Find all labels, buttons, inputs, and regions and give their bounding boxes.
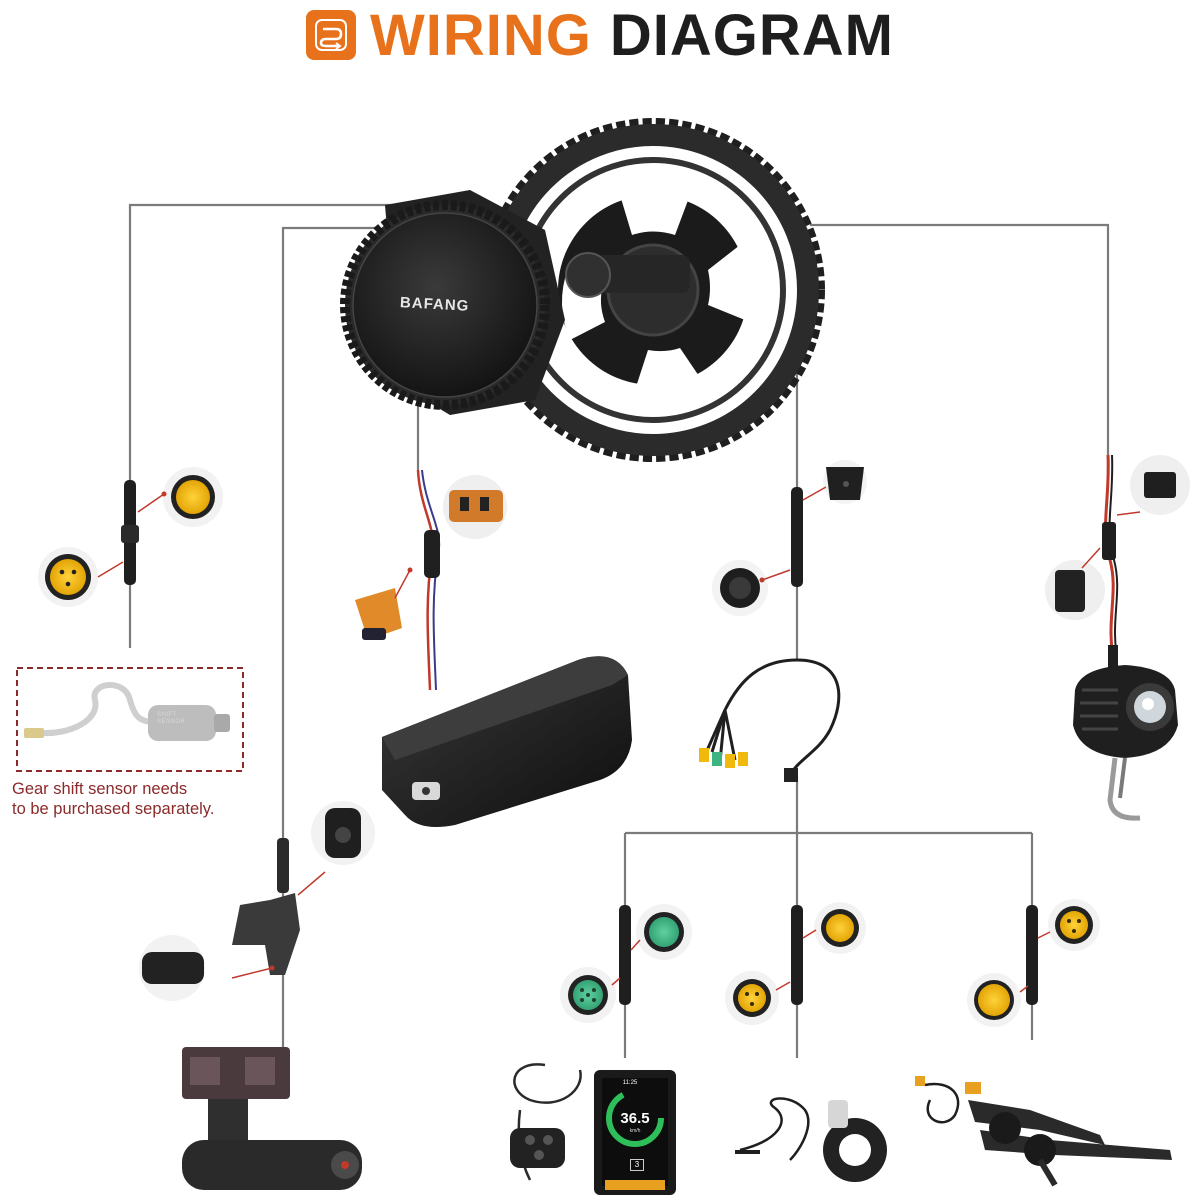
display-unit [510, 1063, 676, 1195]
wire-headlight [810, 223, 1110, 455]
gear-sensor-device [182, 1047, 362, 1190]
display-speed-unit: km/h [629, 1128, 641, 1134]
display-gear: 3 [630, 1159, 644, 1171]
main-harness-connector [712, 460, 867, 616]
shift-sensor-note-line1: Gear shift sensor needs [12, 780, 188, 798]
battery-cable [355, 469, 507, 691]
speed-sensor-connector [38, 467, 223, 607]
page-title-wiring: WIRING [370, 2, 592, 68]
shift-sensor-label: SHIFT SENSOR [157, 712, 203, 726]
page-header: WIRING DIAGRAM [0, 0, 1200, 70]
gear-sensor-connector [139, 801, 375, 1001]
motor [340, 190, 565, 415]
brake-levers [915, 1076, 1172, 1187]
page-title-diagram: DIAGRAM [609, 2, 894, 68]
throttle-connector [725, 902, 866, 1025]
display-speed: 36.5 [620, 1110, 650, 1127]
brake-connector [967, 899, 1100, 1027]
display-connector [560, 904, 692, 1023]
route-icon [306, 10, 357, 60]
shift-sensor-label-line1: SHIFT [157, 712, 177, 718]
one-to-four-cable [699, 658, 841, 782]
shift-sensor-note: Gear shift sensor needs to be purchased … [12, 779, 272, 819]
battery [382, 656, 632, 828]
shift-sensor-box [16, 667, 244, 772]
motor-brand-label: BAFANG [399, 294, 470, 315]
shift-sensor-note-line2: to be purchased separately. [12, 800, 215, 818]
throttle [735, 1097, 887, 1182]
wire-gear-sensor [281, 226, 380, 1070]
shift-sensor-label-line2: SENSOR [157, 719, 186, 725]
headlight-connector [1045, 454, 1190, 651]
headlight [1073, 645, 1178, 821]
display-time: 11:25 [622, 1080, 638, 1086]
